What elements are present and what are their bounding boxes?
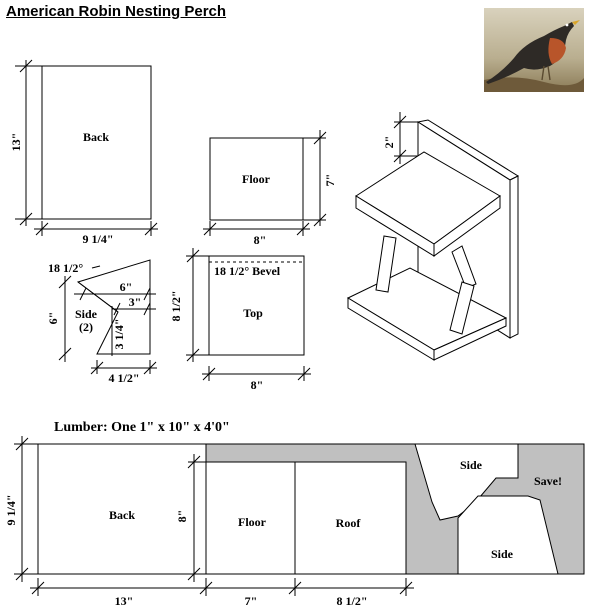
floor-height-dimension	[303, 130, 327, 227]
back-height-dimension	[15, 59, 42, 226]
top-height-label: 8 1/2"	[169, 291, 183, 322]
floor-roof-height-label: 8"	[175, 510, 189, 523]
side-label: Side	[75, 307, 98, 321]
floor-roof-height-dimension	[187, 454, 206, 582]
side-inner-height-label: 3 1/4"	[112, 319, 126, 350]
side-count-label: (2)	[79, 320, 93, 334]
board-back	[37, 443, 207, 575]
back-width-dimension	[34, 221, 158, 236]
roof-length-label: 8 1/2"	[337, 594, 368, 608]
top-width-label: 8"	[251, 378, 264, 392]
back-piece	[41, 65, 152, 220]
board-floor	[205, 461, 296, 575]
page-title: American Robin Nesting Perch	[6, 3, 227, 20]
top-label: Top	[243, 306, 263, 320]
side-inner-width-label: 3"	[129, 295, 142, 309]
board-roof	[294, 461, 407, 575]
top-height-dimension	[186, 248, 209, 362]
side-top-width-dimension	[74, 287, 156, 301]
side-bottom-width-label: 4 1/2"	[109, 371, 140, 385]
board-height-dimension	[14, 436, 38, 582]
assembled-perch-view	[346, 119, 520, 361]
top-width-dimension	[202, 366, 311, 381]
floor-piece	[209, 137, 304, 221]
lumber-roof-label: Roof	[336, 516, 362, 530]
robin-photo	[484, 8, 584, 92]
floor-width-label: 8"	[254, 233, 267, 247]
board-length-dimension	[30, 578, 414, 596]
back-height-label: 13"	[9, 133, 23, 152]
gap-dimension	[393, 112, 418, 164]
side-bottom-width-dimension	[90, 360, 157, 375]
back-label: Back	[83, 130, 109, 144]
board-side-2	[457, 495, 559, 575]
lumber-heading: Lumber: One 1" x 10" x 4'0"	[54, 420, 230, 435]
lumber-back-label: Back	[109, 508, 135, 522]
lumber-side1-label: Side	[460, 458, 483, 472]
side-angle-label: 18 1/2°	[48, 261, 83, 275]
floor-label: Floor	[242, 172, 271, 186]
side-top-width-label: 6"	[120, 280, 133, 294]
floor-width-dimension	[203, 221, 310, 236]
side-inner-width-dimension	[112, 302, 156, 316]
gap-label: 2"	[382, 136, 396, 149]
lumber-side2-label: Side	[491, 547, 514, 561]
top-bevel-label: 18 1/2° Bevel	[214, 264, 281, 278]
lumber-save-label: Save!	[534, 474, 562, 488]
floor-height-label: 7"	[323, 174, 337, 187]
side-height-dimension	[58, 275, 72, 362]
back-length-label: 13"	[115, 594, 134, 608]
side-cut-line	[77, 281, 119, 313]
top-piece	[208, 255, 305, 356]
back-width-label: 9 1/4"	[83, 232, 114, 246]
lumber-floor-label: Floor	[238, 515, 267, 529]
side-height-label: 6"	[46, 312, 60, 325]
floor-length-label: 7"	[245, 594, 258, 608]
side-angle-leader	[91, 265, 101, 269]
board-height-label: 9 1/4"	[4, 495, 18, 526]
